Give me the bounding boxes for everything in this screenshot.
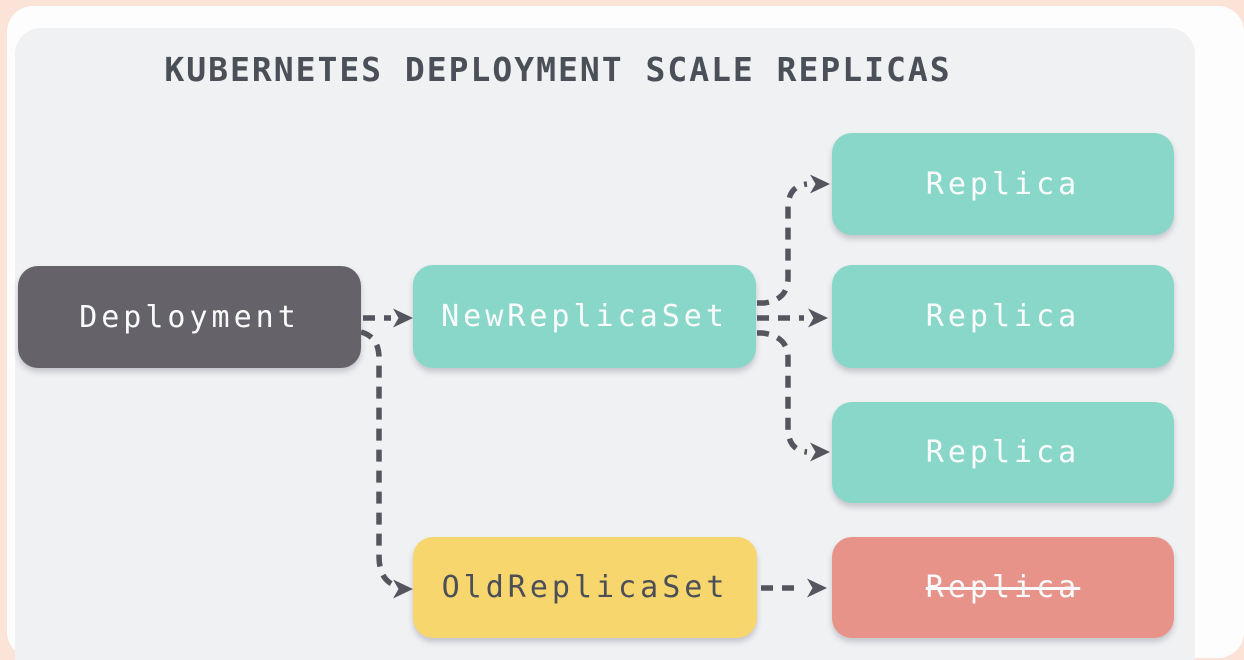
node-deployment: Deployment xyxy=(18,266,361,368)
node-new-replicaset-label: NewReplicaSet xyxy=(441,299,728,334)
node-old-replicaset: OldReplicaSet xyxy=(413,537,757,638)
node-old-replicaset-label: OldReplicaSet xyxy=(441,570,729,605)
node-replica-1: Replica xyxy=(832,133,1174,235)
diagram-title: KUBERNETES DEPLOYMENT SCALE REPLICAS xyxy=(164,50,952,89)
node-replica-terminated: Replica xyxy=(832,537,1174,638)
node-deployment-label: Deployment xyxy=(79,299,300,335)
node-replica-1-label: Replica xyxy=(925,166,1081,202)
node-replica-3: Replica xyxy=(832,402,1174,503)
node-replica-2-label: Replica xyxy=(925,299,1081,334)
node-replica-2: Replica xyxy=(832,265,1174,368)
node-replica-terminated-label: Replica xyxy=(925,570,1081,605)
node-new-replicaset: NewReplicaSet xyxy=(413,265,756,368)
node-replica-3-label: Replica xyxy=(925,435,1081,470)
